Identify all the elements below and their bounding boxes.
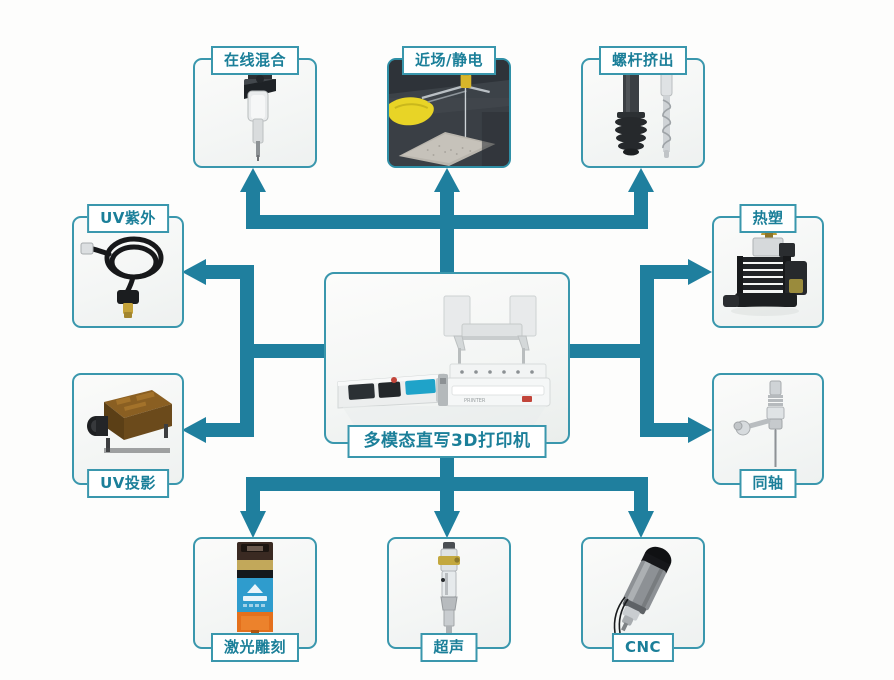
near-field-electrospinning-photo [389,60,509,166]
inline-mixing-nozzle-photo [195,60,315,166]
label-uv-projection: UV投影 [87,469,169,498]
label-laser-engraving: 激光雕刻 [210,633,300,662]
node-ultrasonic[interactable]: 超声 [387,537,511,662]
ultrasonic-horn-photo [389,539,509,647]
node-uv-projection[interactable]: UV投影 [72,373,184,498]
node-screw-extrusion[interactable]: 螺杆挤出 [581,46,705,168]
label-near-field: 近场/静电 [402,46,496,75]
cnc-spindle-photo [583,539,703,647]
label-uv-ultraviolet: UV紫外 [87,204,169,233]
node-laser-engraving[interactable]: 激光雕刻 [193,537,317,662]
label-center-printer: 多模态直写3D打印机 [347,425,547,458]
svg-text:PRINTER: PRINTER [464,398,486,404]
node-near-field[interactable]: 近场/静电 [387,46,511,168]
label-coaxial: 同轴 [739,469,797,498]
node-center-printer[interactable]: PRINTER 多模态直写3D打印机 [324,272,570,458]
coaxial-nozzle-photo [714,375,822,483]
node-thermoplastic[interactable]: 热塑 [712,204,824,328]
screw-extruder-photo [583,60,703,166]
node-uv-ultraviolet[interactable]: UV紫外 [72,204,184,328]
node-inline-mixing[interactable]: 在线混合 [193,46,317,168]
thermoplastic-extruder-photo [714,218,822,326]
label-cnc: CNC [611,633,675,662]
label-inline-mixing: 在线混合 [210,46,300,75]
uv-led-cable-photo [74,218,182,326]
uv-projector-module-photo [74,375,182,483]
label-screw-extrusion: 螺杆挤出 [598,46,688,75]
laser-engraving-module-photo [195,539,315,647]
label-thermoplastic: 热塑 [739,204,797,233]
node-cnc[interactable]: CNC [581,537,705,662]
label-ultrasonic: 超声 [420,633,478,662]
multimodal-3d-printer-photo: PRINTER [326,274,568,442]
node-coaxial[interactable]: 同轴 [712,373,824,498]
